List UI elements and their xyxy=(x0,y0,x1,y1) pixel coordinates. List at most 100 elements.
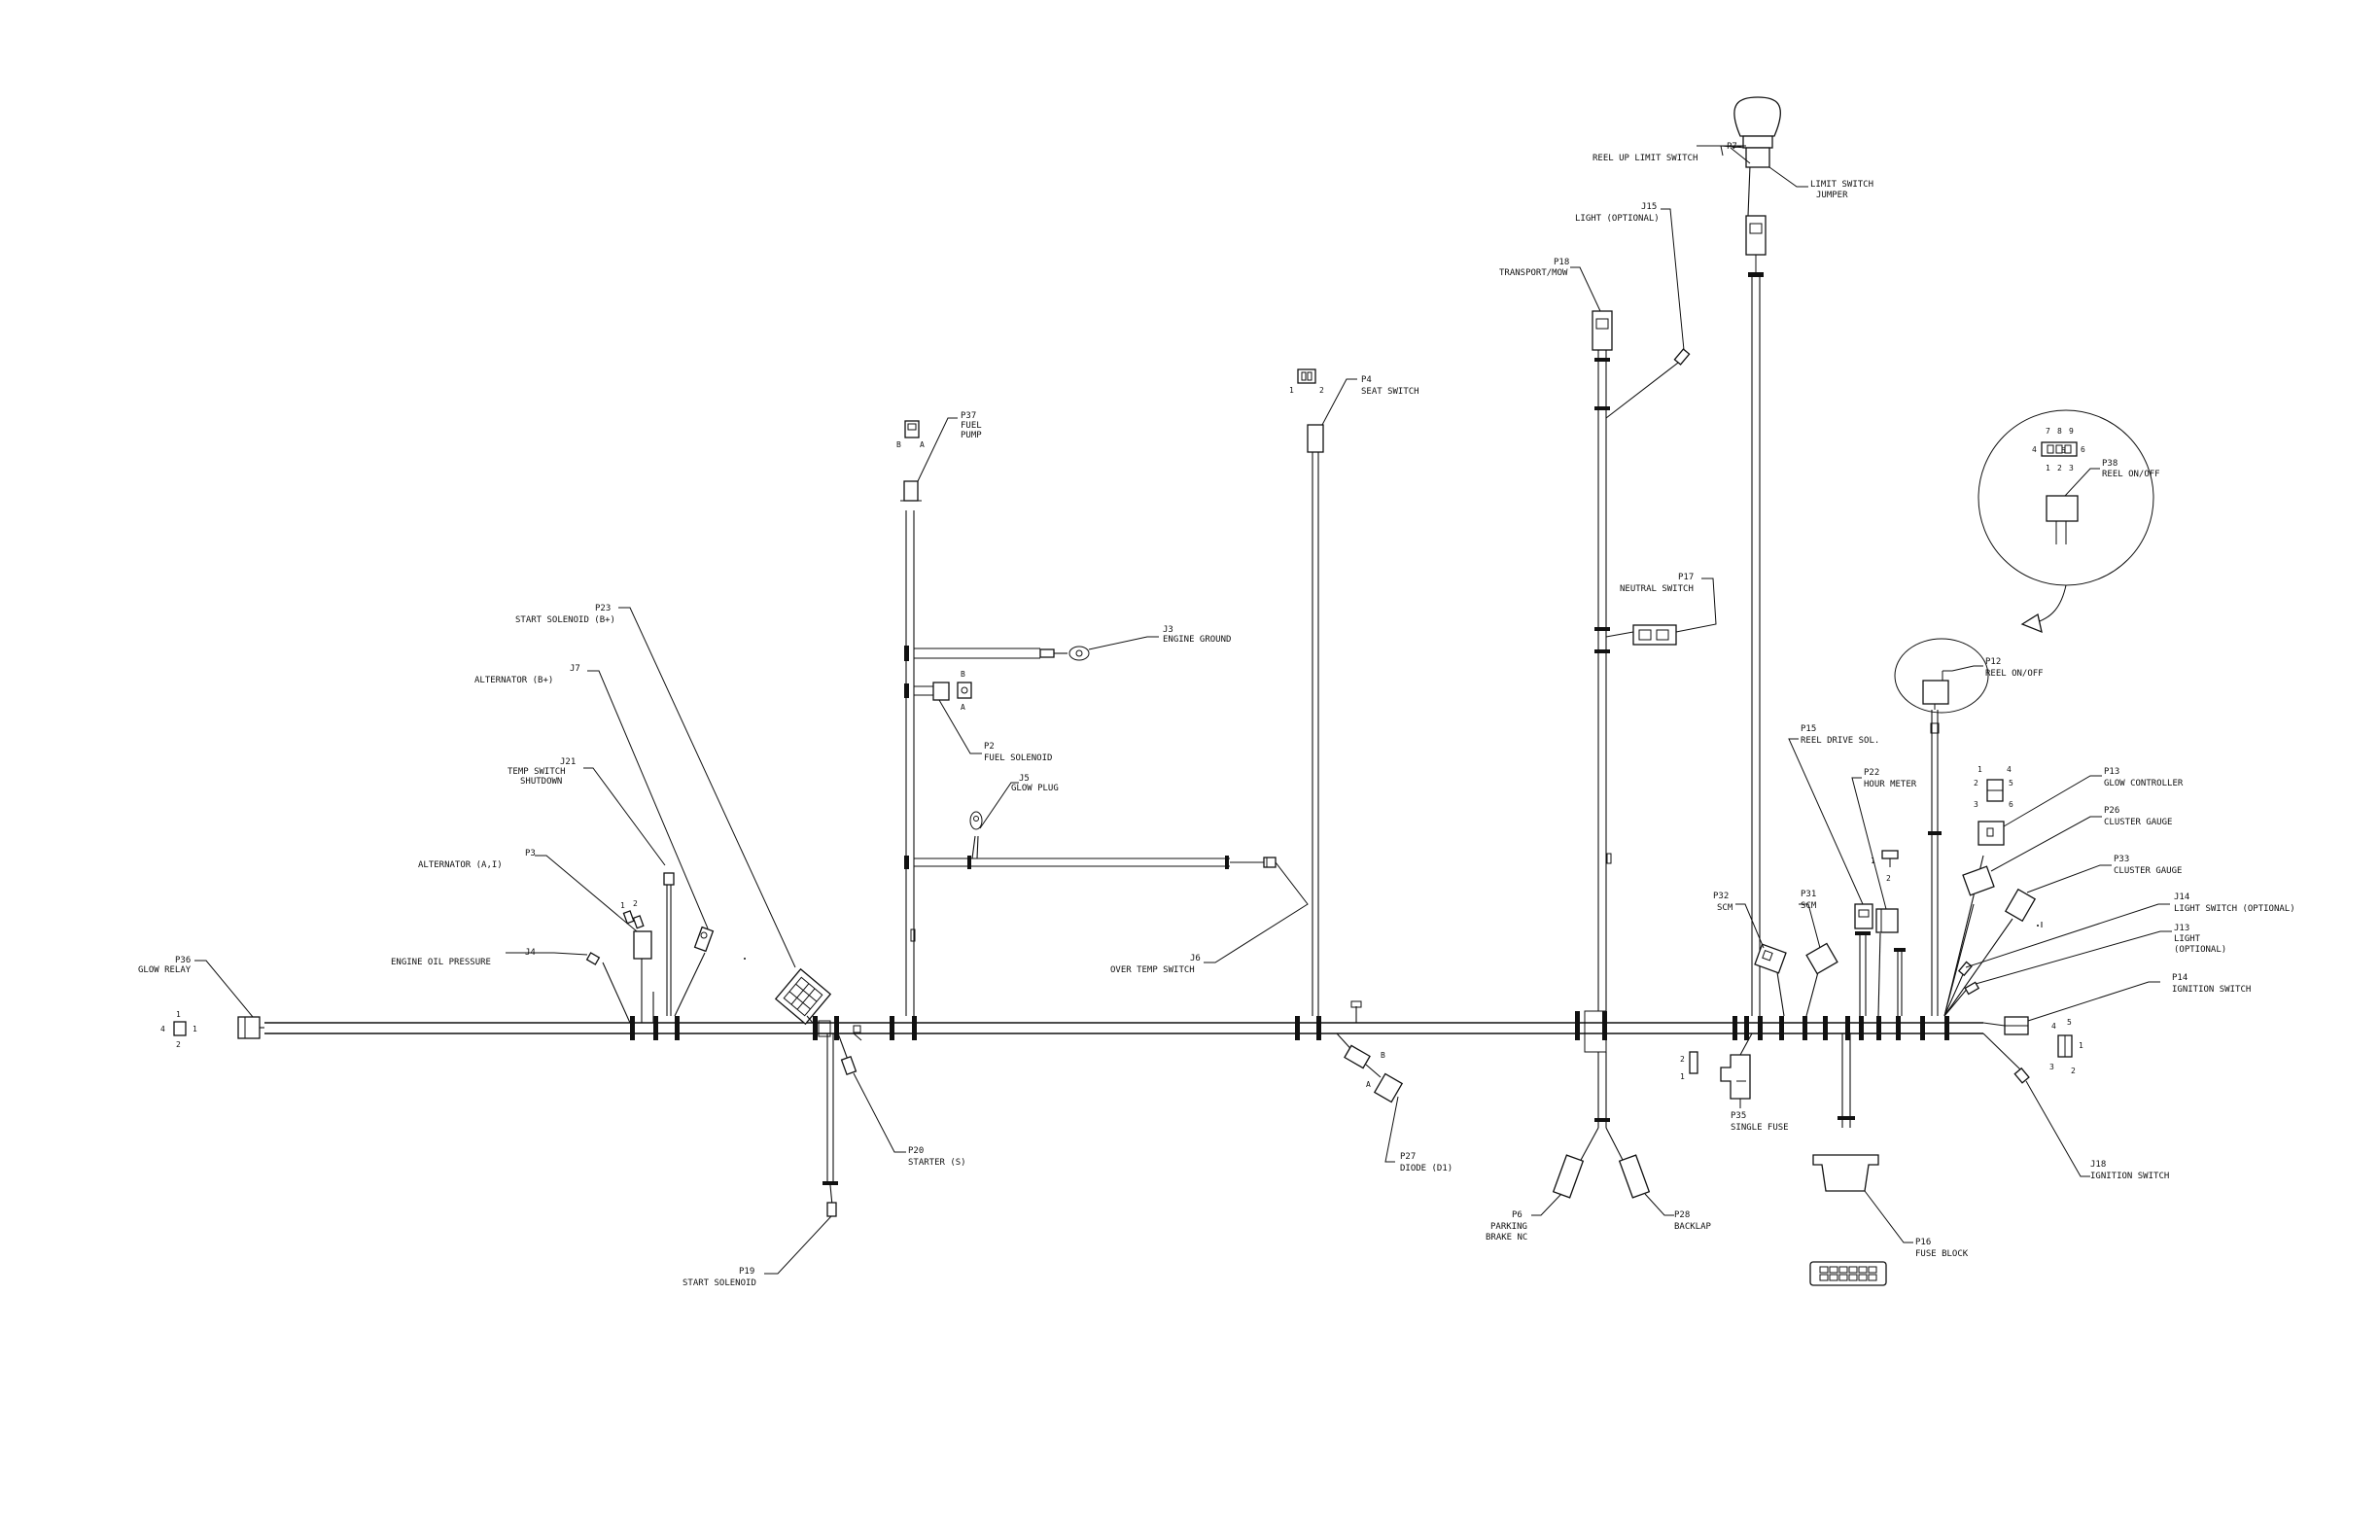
connector-icon xyxy=(1344,1044,1371,1069)
connector-icon xyxy=(1978,821,2005,846)
j18-id: J18 xyxy=(2090,1160,2106,1170)
j14-id: J14 xyxy=(2174,892,2189,902)
p19-name: START SOLENOID xyxy=(682,1278,756,1288)
p32-name: SCM xyxy=(1717,903,1733,913)
connector-icon xyxy=(932,682,950,701)
p26-cluster-gauge: P26 CLUSTER GAUGE xyxy=(1943,806,2172,1017)
connector-icon xyxy=(632,915,645,929)
p35-name: SINGLE FUSE xyxy=(1731,1123,1789,1133)
connector-icon xyxy=(1039,648,1055,658)
connector-icon xyxy=(957,682,972,699)
j5-id: J5 xyxy=(1019,774,1030,784)
connector-icon xyxy=(633,930,652,960)
connector-icon xyxy=(826,1202,837,1217)
p38-id: P38 xyxy=(2102,459,2118,469)
pin-label: 2 xyxy=(2071,1067,2076,1075)
connector-icon xyxy=(1742,135,1773,149)
reel-on-off-branch: P12 REEL ON/OFF 7 8 9 4 5 6 1 2 3 P38 RE… xyxy=(1894,409,2160,1016)
j13-line2: (OPTIONAL) xyxy=(2174,945,2226,955)
connector-icon xyxy=(1720,1054,1751,1100)
p19-p20-starter-branch: P19 START SOLENOID P20 STARTER (S) xyxy=(682,1025,966,1288)
j13-id: J13 xyxy=(2174,924,2189,933)
j3-name: ENGINE GROUND xyxy=(1163,635,1231,645)
p22-name: HOUR METER xyxy=(1864,780,1917,789)
p33-id: P33 xyxy=(2114,855,2129,864)
j15-id: J15 xyxy=(1641,202,1657,212)
connector-icon xyxy=(1592,310,1613,351)
p22-id: P22 xyxy=(1864,768,1879,778)
pin-label: 5 xyxy=(2061,446,2066,455)
j6-name: OVER TEMP SWITCH xyxy=(1110,965,1195,975)
pin-label: 4 xyxy=(2051,1022,2056,1031)
j4-engine-oil-pressure: J4 ENGINE OIL PRESSURE xyxy=(391,948,631,1024)
pin-label: B xyxy=(896,440,901,449)
pin-label: 1 xyxy=(1289,386,1294,395)
p15-name: REEL DRIVE SOL. xyxy=(1801,736,1879,746)
p26-id: P26 xyxy=(2104,806,2119,816)
p15-id: P15 xyxy=(1801,724,1816,734)
connector-icon xyxy=(1964,981,1980,996)
connector-icon xyxy=(1962,865,1995,896)
pin-label: 8 xyxy=(2057,427,2062,436)
relay-icon xyxy=(774,967,832,1026)
seat-switch-branch: 1 2 P4 SEAT SWITCH xyxy=(1289,368,1419,1016)
connector-icon xyxy=(1875,908,1899,933)
j6-id: J6 xyxy=(1190,954,1201,963)
p3-name: ALTERNATOR (A,I) xyxy=(418,860,503,870)
pin-label: 1 xyxy=(620,901,625,910)
pin-label: 1 xyxy=(2079,1041,2083,1050)
pin-label: 6 xyxy=(2009,800,2013,809)
p28-id: P28 xyxy=(1674,1210,1690,1220)
pin-label: 2 xyxy=(633,899,638,908)
p2-name: FUEL SOLENOID xyxy=(984,753,1052,763)
pin-label: 3 xyxy=(2049,1063,2054,1071)
pin-label: 3 xyxy=(1974,800,1978,809)
limit-jumper-line1: LIMIT SWITCH xyxy=(1810,180,1873,190)
p12-id: P12 xyxy=(1985,657,2001,667)
lamp-icon xyxy=(1733,96,1781,137)
connector-icon xyxy=(1922,680,1949,705)
j4-name: ENGINE OIL PRESSURE xyxy=(391,958,491,967)
p3-alternator-ai: 1 2 P3 ALTERNATOR (A,I) xyxy=(418,849,654,1023)
p31-name: SCM xyxy=(1801,901,1817,911)
j18-ignition-switch: 4 5 1 3 2 J18 IGNITION SWITCH xyxy=(1982,1018,2169,1181)
connector-icon xyxy=(1957,961,1973,977)
connector-icon xyxy=(2004,888,2037,923)
limit-jumper-line2: JUMPER xyxy=(1816,191,1848,200)
p23-id: P23 xyxy=(595,604,611,613)
pin-label: 4 xyxy=(160,1025,165,1033)
connector-icon xyxy=(1805,942,1838,975)
zoom-callout xyxy=(1894,638,1989,714)
p16-name: FUSE BLOCK xyxy=(1915,1249,1969,1259)
connector-icon xyxy=(2041,441,2078,457)
scm-connectors: P32 SCM P31 SCM xyxy=(1713,890,1838,1017)
p23-start-solenoid-bplus: P23 START SOLENOID (B+) xyxy=(515,604,832,1026)
relay-icon xyxy=(173,1021,187,1036)
connector-icon xyxy=(663,872,675,886)
p36-glow-relay: 1 4 1 2 P36 GLOW RELAY xyxy=(138,956,261,1049)
connector-icon xyxy=(1745,215,1767,256)
pin-label: 1 xyxy=(1871,857,1875,865)
pin-label: 4 xyxy=(2032,445,2037,454)
pin-label: 1 xyxy=(192,1025,197,1033)
p20-name: STARTER (S) xyxy=(908,1158,966,1168)
p26-name: CLUSTER GAUGE xyxy=(2104,818,2172,827)
j21-line2: SHUTDOWN xyxy=(520,777,562,787)
j7-id: J7 xyxy=(570,664,580,674)
connector-icon xyxy=(1373,1072,1404,1103)
p14-id: P14 xyxy=(2172,973,2188,983)
connector-icon xyxy=(1307,424,1324,453)
pin-label: 1 xyxy=(1978,765,1982,774)
connector-icon xyxy=(840,1055,858,1076)
transport-mow-branch: P18 TRANSPORT/MOW J15 LIGHT (OPTIONAL) P… xyxy=(1486,202,1717,1242)
p28-name: BACKLAP xyxy=(1674,1222,1712,1232)
engine-branch: B A P37 FUEL PUMP J3 ENGINE GROUND B A P… xyxy=(896,411,1309,1016)
p12-name: REEL ON/OFF xyxy=(1985,669,2044,679)
pin-label: A xyxy=(920,440,925,449)
p35-id: P35 xyxy=(1731,1111,1746,1121)
p16-id: P16 xyxy=(1915,1238,1931,1247)
ring-terminal-icon xyxy=(969,811,983,830)
pin-label: 2 xyxy=(1974,779,1978,788)
ring-terminal-icon xyxy=(693,926,715,953)
